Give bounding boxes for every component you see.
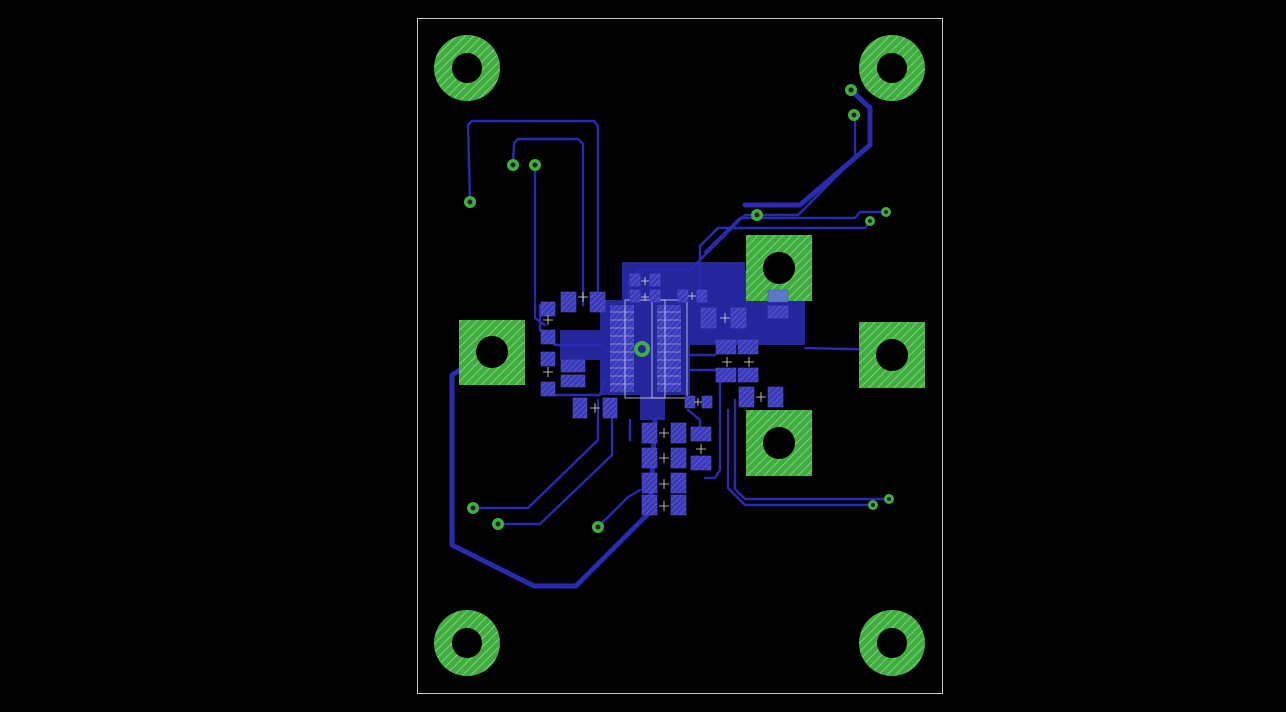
square-through-hole-pad-icon [746,410,812,476]
ic-right [657,305,681,392]
mounting-hole-icon [434,35,500,101]
mounting-hole-icon [434,610,500,676]
traces-thin [466,113,892,529]
smd-pad-icon [540,273,789,516]
mounting-hole-icon [859,35,925,101]
board-outline [417,18,943,694]
square-through-hole-pad-icon [859,322,925,388]
square-through-hole-pad-icon [459,320,525,385]
mounting-hole-icon [859,610,925,676]
ic-left [610,305,634,392]
component-markers [543,277,766,511]
via-icon [464,84,894,533]
